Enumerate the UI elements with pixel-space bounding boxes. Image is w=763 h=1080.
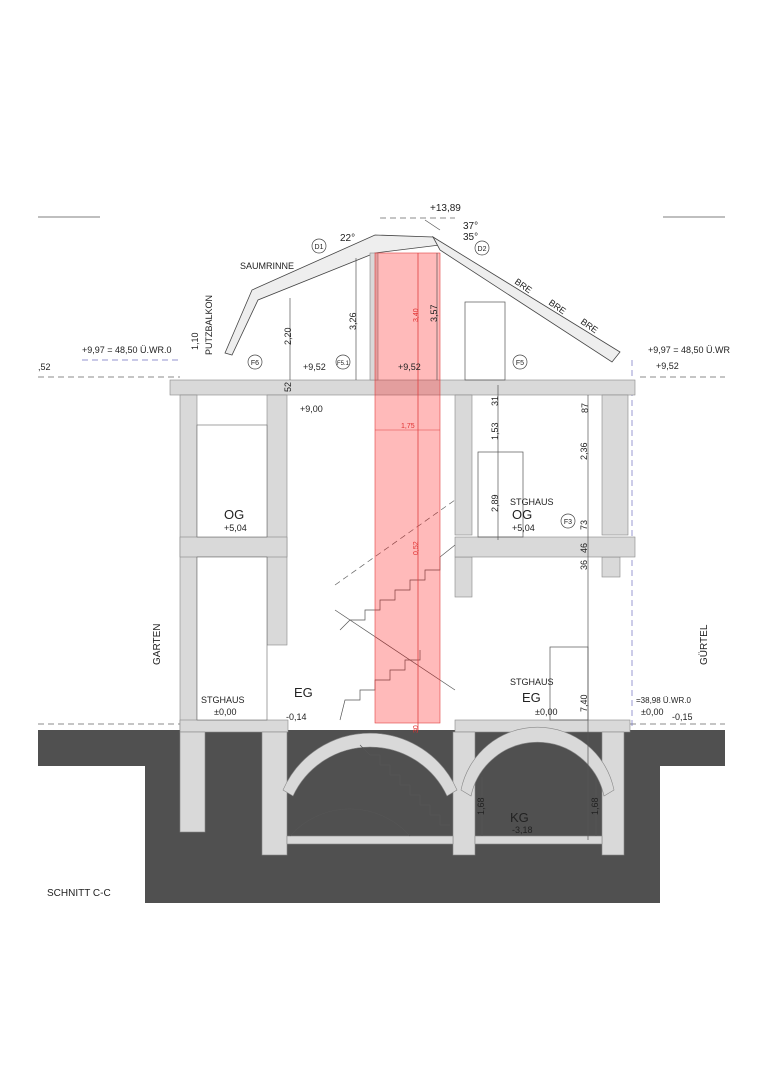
highlight-shaft [374,252,441,724]
attic-level-left: +9,52 [303,362,326,372]
left-edge-level: ,52 [38,362,51,372]
highlight-stair: 0,52 [413,541,420,555]
kg-wall-right [601,731,625,856]
dim-326: 3,26 [348,312,358,330]
kg-wall-left [179,731,206,833]
wall-right-upper [601,394,629,536]
attic-floor-slab [169,379,636,396]
kg-floor-right [474,835,603,845]
stair-lower [339,650,421,721]
stair-handrail [334,609,456,691]
dim-87: 87 [580,403,590,413]
dim-36: 36 [579,560,589,570]
level-outside-right-2: -0,15 [672,712,693,722]
marker-f6: F6 [247,354,263,370]
dim-31: 31 [490,396,500,406]
dim-740: 7,40 [579,694,589,712]
vault-right [460,726,615,797]
stghaus-og: STGHAUS [510,497,554,507]
og-slab-left [179,536,288,558]
stair-above [334,499,456,586]
side-garten: GARTEN [152,624,163,666]
dim-110: 1,10 [190,332,200,350]
ground-soil [38,730,725,903]
dim-289: 2,89 [490,494,500,512]
level-eg-right: ±0,00 [535,707,557,717]
stghaus-eg-left: STGHAUS [201,695,245,705]
dim-357: 3,57 [429,304,439,322]
level-og-left: +5,04 [224,523,247,533]
putzbalkon-label: PUTZBALKON [204,295,214,355]
dim-220: 2,20 [283,327,293,345]
dim-52: 52 [283,382,293,392]
dim-46: 46 [579,543,589,553]
marker-d2: D2 [474,240,490,256]
angle-right-1: 37° [463,221,478,232]
dim-168a: 1,68 [476,797,486,815]
level-eg-left: ±0,00 [214,707,236,717]
stair-upper [339,544,456,631]
wall-stair-lower [454,556,473,598]
dim-168b: 1,68 [590,797,600,815]
angle-left: 22° [340,233,355,244]
roof-right [431,235,621,363]
kg-floor-left [286,835,454,845]
eg-slab-left [179,719,289,733]
stair-basement [359,744,450,826]
vault-outline [289,808,411,837]
wall-left-interior [266,394,288,646]
room-og-right: OG [512,507,532,522]
side-guertel: GÜRTEL [698,624,710,665]
marker-f3: F3 [560,513,576,529]
attic-door [464,301,506,381]
marker-f5: F5 [512,354,528,370]
level-outside-right: ±0,00 [641,707,663,717]
kg-wall-mid-left [261,731,288,856]
eg-room-left [196,556,268,721]
drawing-title: SCHNITT C-C [47,888,111,899]
vault-left [282,732,458,797]
stghaus-eg-right: STGHAUS [510,677,554,687]
room-kg: KG [510,810,529,825]
svg-text:D2: D2 [478,246,487,253]
level-og-right: +5,04 [512,523,535,533]
ceiling-level: +9,00 [300,404,323,414]
wall-stair-upper [454,394,473,536]
highlight-width: 1,75 [401,423,415,430]
dim-73: 73 [579,520,589,530]
ridge-flashing [424,219,441,231]
attic-level-right: +9,52 [656,361,679,371]
saumrinne-label: SAUMRINNE [240,261,294,271]
wall-left-exterior [179,394,198,731]
attic-level-mid: +9,52 [398,362,421,372]
room-eg-mid: EG [294,685,313,700]
street-level: =38,98 Ü.WR.0 [636,696,691,705]
highlight-base: 30 [413,725,420,733]
svg-text:F5: F5 [516,360,524,367]
dim-236: 2,36 [579,442,589,460]
og-slab-right [454,536,636,558]
kg-wall-mid [452,731,476,856]
eaves-level-right: +9,97 = 48,50 Ü.WR [648,345,731,355]
og-room-left [196,424,268,538]
svg-text:F5.1: F5.1 [337,361,350,367]
svg-text:F6: F6 [251,360,259,367]
svg-text:D1: D1 [315,244,324,251]
marker-d1: D1 [311,238,327,254]
highlight-height: 3,40 [413,308,420,322]
attic-wall [369,252,379,381]
og-door [477,451,524,538]
room-og-left: OG [224,507,244,522]
level-eg-mid: -0,14 [286,712,307,722]
angle-right-2: 35° [463,232,478,243]
wall-right-lower [601,556,621,578]
dim-153: 1,53 [490,422,500,440]
level-kg: -3,18 [512,825,533,835]
room-eg-right: EG [522,690,541,705]
svg-text:F3: F3 [564,519,572,526]
marker-f51: F5.1 [335,354,351,370]
ridge-level: +13,89 [430,203,461,214]
eaves-level-left: +9,97 = 48,50 Ü.WR.0 [82,345,172,355]
